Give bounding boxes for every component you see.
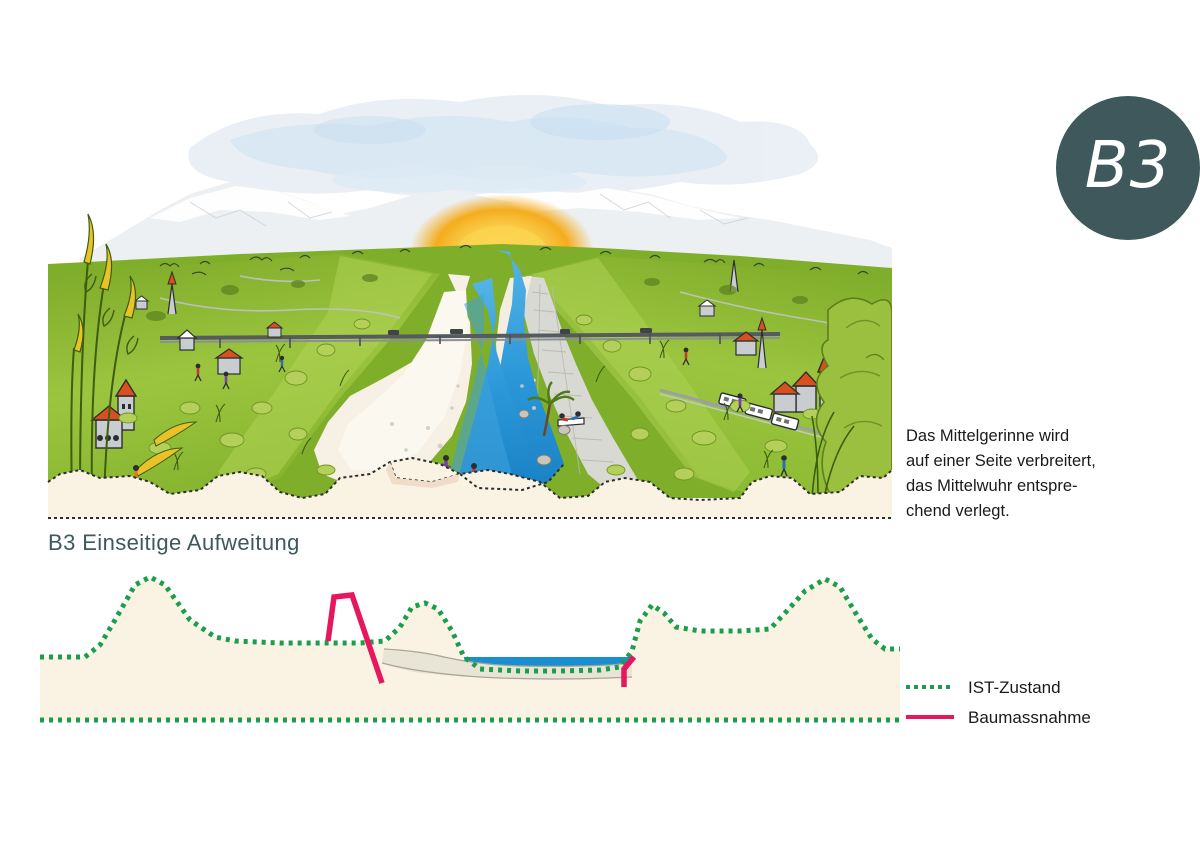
chart-legend: IST-Zustand Baumassnahme bbox=[906, 672, 1176, 732]
river-valley-illustration bbox=[40, 78, 900, 528]
cutaway-section bbox=[47, 456, 893, 519]
terrain-body-fill bbox=[40, 577, 900, 720]
channel-sediment-fill bbox=[382, 649, 632, 680]
legend-label-ist-zustand: IST-Zustand bbox=[968, 677, 1061, 697]
snow-cap-left bbox=[150, 186, 350, 222]
section-title: B3 Einseitige Aufweitung bbox=[48, 530, 300, 555]
chapter-badge: B3 bbox=[1056, 96, 1200, 240]
legend-swatch-dotted-icon bbox=[906, 681, 954, 693]
right-flank-vegetation bbox=[575, 314, 822, 481]
train bbox=[718, 392, 800, 431]
baumassnahme-mid-weir bbox=[325, 592, 385, 684]
road-bridge bbox=[159, 328, 781, 348]
cross-section-canvas bbox=[40, 574, 900, 723]
snow-cap-right bbox=[510, 188, 740, 220]
reed-blades bbox=[135, 421, 198, 477]
cloud-band bbox=[188, 94, 818, 197]
valley-group bbox=[48, 213, 892, 500]
cutaway-top-dashed bbox=[47, 456, 893, 502]
baumassnahme-right-toe bbox=[621, 655, 637, 687]
cutaway-fill bbox=[48, 458, 892, 518]
reed-heads bbox=[73, 213, 137, 353]
description-text: Das Mittelgerinne wird auf einer Seite v… bbox=[906, 427, 1096, 520]
far-field-sketch bbox=[159, 244, 869, 276]
legend-item-baumassnahme: Baumassnahme bbox=[906, 702, 1176, 732]
sediment-upper-line bbox=[383, 648, 633, 667]
reeds-foreground-left bbox=[70, 213, 198, 499]
chapter-badge-label: B3 bbox=[1084, 129, 1172, 203]
reeds-right bbox=[811, 411, 855, 499]
cross-section-chart bbox=[40, 565, 900, 735]
ist-zustand-line bbox=[40, 574, 900, 674]
legend-label-baumassnahme: Baumassnahme bbox=[968, 707, 1091, 727]
cutaway-sediment-edge bbox=[386, 462, 460, 488]
illustration-canvas bbox=[47, 78, 893, 519]
cutaway-channel-dashed bbox=[459, 463, 565, 492]
legend-item-ist-zustand: IST-Zustand bbox=[906, 672, 1176, 702]
legend-swatch-solid-icon bbox=[906, 711, 954, 723]
river-water-highlight bbox=[448, 294, 514, 488]
left-dam-crest bbox=[218, 256, 432, 492]
mountain-ridge-lines bbox=[189, 193, 749, 227]
forest-right-edge bbox=[815, 297, 892, 499]
sediment-lower-line bbox=[381, 662, 633, 680]
bank-tree bbox=[527, 381, 575, 437]
riprap-bank bbox=[524, 276, 644, 496]
